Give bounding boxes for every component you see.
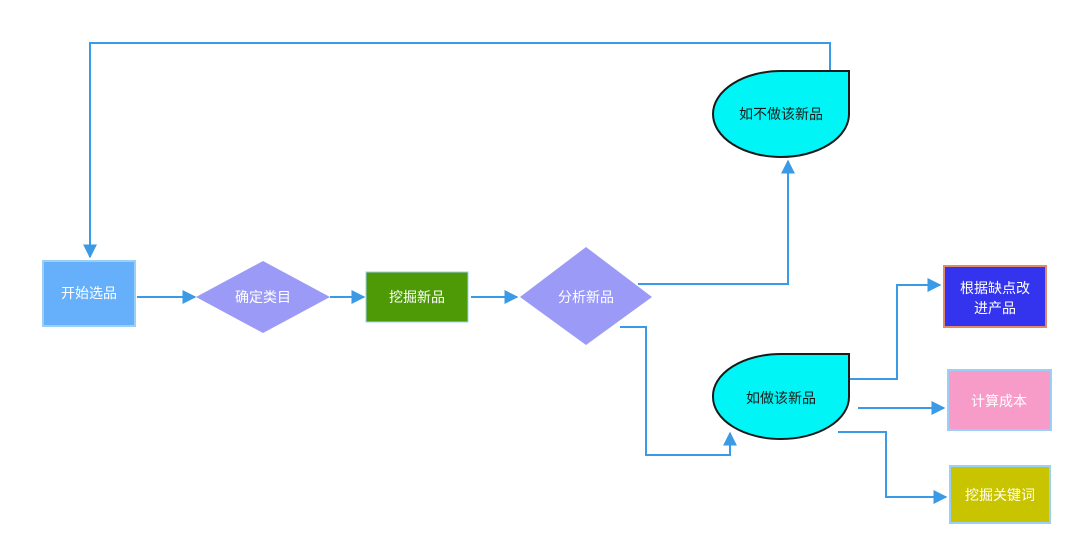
connectors [83, 42, 948, 504]
connector-do-to-improve [850, 278, 942, 380]
category-decision-label: 确定类目 [235, 290, 291, 306]
start-node[interactable]: 开始选品 [42, 260, 136, 327]
calculate-cost-label: 计算成本 [971, 394, 1027, 410]
calculate-cost-node[interactable]: 计算成本 [947, 369, 1052, 431]
do-node[interactable]: 如做该新品 [711, 353, 850, 440]
connector-analyze-to-do [620, 326, 737, 456]
do-node-label: 如做该新品 [746, 391, 816, 407]
improve-product-label-line2: 进产品 [974, 301, 1016, 317]
category-decision[interactable]: 确定类目 [196, 261, 330, 333]
mine-new-product-node[interactable]: 挖掘新品 [365, 271, 469, 323]
connector-analyze-to-not-do [638, 159, 795, 285]
mine-keywords-node[interactable]: 挖掘关键词 [949, 465, 1051, 524]
start-node-label: 开始选品 [61, 286, 117, 302]
analyze-decision[interactable]: 分析新品 [520, 247, 652, 345]
not-do-node[interactable]: 如不做该新品 [711, 70, 850, 158]
analyze-decision-label: 分析新品 [558, 290, 614, 306]
not-do-node-label: 如不做该新品 [739, 107, 823, 123]
improve-product-node[interactable]: 根据缺点改 进产品 [943, 265, 1047, 328]
mine-new-product-label: 挖掘新品 [389, 290, 445, 306]
mine-keywords-label: 挖掘关键词 [965, 488, 1035, 504]
connector-do-to-keywords [838, 431, 948, 504]
connector-not-do-loop-to-start [83, 42, 831, 259]
improve-product-label-line1: 根据缺点改 [960, 281, 1030, 297]
